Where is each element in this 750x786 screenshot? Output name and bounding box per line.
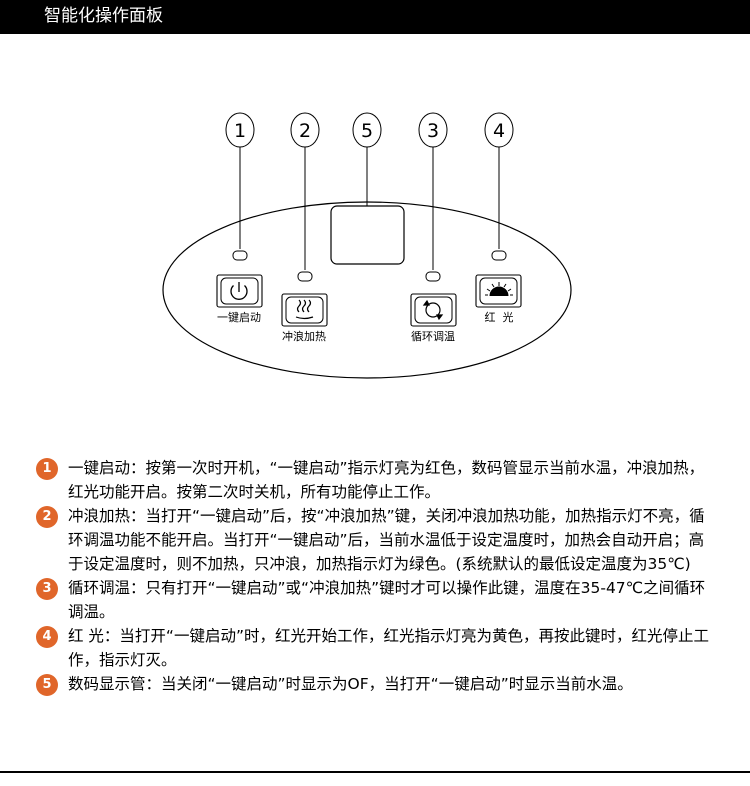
footer-divider <box>0 771 750 773</box>
red-light-button: 红 光 <box>475 274 522 324</box>
digital-display <box>330 205 405 265</box>
description-text: 数码显示管：当关闭“一键启动”时显示为OF，当打开“一键启动”时显示当前水温。 <box>68 675 633 693</box>
callout-1: 1 <box>225 112 255 249</box>
header-bar: 智能化操作面板 <box>0 0 750 34</box>
circulate-temp-button: 循环调温 <box>410 293 457 343</box>
sun-rays-icon <box>485 282 513 297</box>
description-text: 红 光：当打开“一键启动”时，红光开始工作，红光指示灯亮为黄色，再按此键时，红光… <box>68 627 709 669</box>
callout-4: 4 <box>484 112 514 249</box>
cycle-arrows-icon <box>422 299 444 321</box>
circulate-indicator <box>425 271 441 282</box>
surf-heating-button: 冲浪加热 <box>281 293 328 343</box>
description-item-1: 1 一键启动：按第一次时开机，“一键启动”指示灯亮为红色，数码管显示当前水温，冲… <box>36 456 716 504</box>
power-button: 一键启动 <box>216 274 263 324</box>
control-panel-diagram: 1 2 5 3 4 一键启动 <box>162 112 572 379</box>
power-indicator <box>232 250 248 261</box>
surf-heating-label: 冲浪加热 <box>282 329 326 343</box>
number-badge: 4 <box>36 626 58 648</box>
callout-5-number: 5 <box>361 120 373 142</box>
callout-3-number: 3 <box>427 120 439 142</box>
callout-2: 2 <box>290 112 320 270</box>
callout-1-number: 1 <box>234 120 246 142</box>
description-text: 一键启动：按第一次时开机，“一键启动”指示灯亮为红色，数码管显示当前水温，冲浪加… <box>68 459 705 501</box>
description-item-2: 2 冲浪加热：当打开“一键启动”后，按“冲浪加热”键，关闭冲浪加热功能，加热指示… <box>36 504 716 576</box>
callout-4-number: 4 <box>493 120 505 142</box>
red-light-label: 红 光 <box>485 310 514 324</box>
page-title: 智能化操作面板 <box>44 6 163 26</box>
description-text: 冲浪加热：当打开“一键启动”后，按“冲浪加热”键，关闭冲浪加热功能，加热指示灯不… <box>68 507 705 573</box>
description-item-4: 4 红 光：当打开“一键启动”时，红光开始工作，红光指示灯亮为黄色，再按此键时，… <box>36 624 716 672</box>
number-badge: 2 <box>36 506 58 528</box>
circulate-temp-label: 循环调温 <box>411 330 455 343</box>
power-icon <box>230 285 248 300</box>
heat-waves-icon <box>295 299 314 320</box>
description-item-5: 5 数码显示管：当关闭“一键启动”时显示为OF，当打开“一键启动”时显示当前水温… <box>36 672 716 696</box>
number-badge: 5 <box>36 674 58 696</box>
callout-3: 3 <box>418 112 448 270</box>
function-descriptions: 1 一键启动：按第一次时开机，“一键启动”指示灯亮为红色，数码管显示当前水温，冲… <box>36 456 716 696</box>
red-light-indicator <box>491 250 507 261</box>
callout-2-number: 2 <box>299 120 311 142</box>
surf-indicator <box>297 271 313 282</box>
number-badge: 1 <box>36 458 58 480</box>
callout-5: 5 <box>352 112 382 212</box>
power-button-label: 一键启动 <box>217 310 261 324</box>
description-text: 循环调温：只有打开“一键启动”或“冲浪加热”键时才可以操作此键，温度在35-47… <box>68 579 706 621</box>
description-item-3: 3 循环调温：只有打开“一键启动”或“冲浪加热”键时才可以操作此键，温度在35-… <box>36 576 716 624</box>
number-badge: 3 <box>36 578 58 600</box>
